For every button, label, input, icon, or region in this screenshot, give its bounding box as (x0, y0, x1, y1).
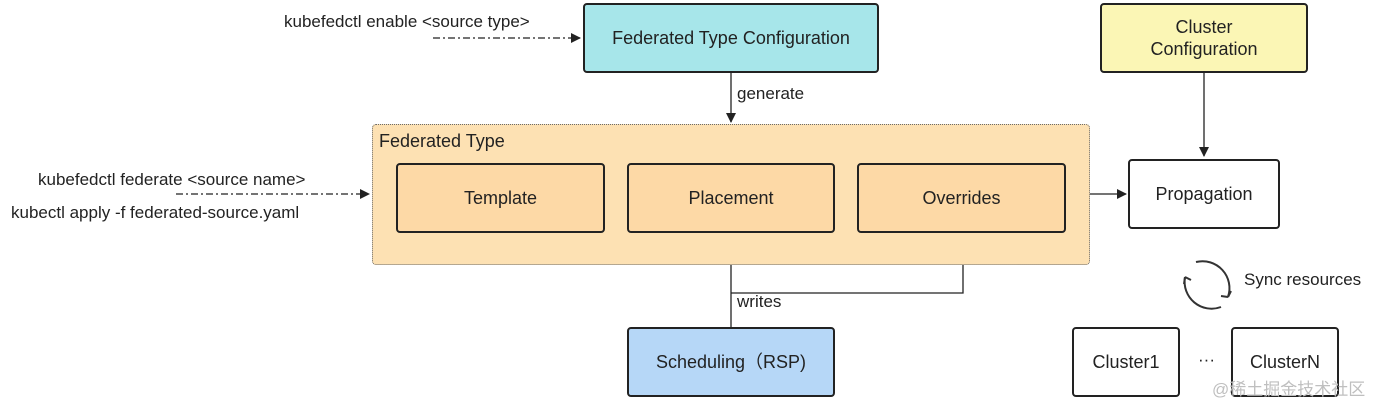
cluster1-node: Cluster1 (1072, 327, 1180, 397)
federated-type-configuration-label: Federated Type Configuration (612, 28, 850, 48)
generate-label: generate (737, 84, 805, 103)
federated-type-title: Federated Type (379, 131, 505, 151)
scheduling-node: Scheduling（RSP) (627, 327, 835, 397)
clusterN-node: ClusterN (1231, 327, 1339, 397)
placement-label: Placement (688, 188, 774, 208)
template-node: Template (396, 163, 605, 233)
overrides-node: Overrides (857, 163, 1066, 233)
overrides-label: Overrides (922, 188, 1001, 208)
cluster-configuration-label: Cluster Configuration (1150, 17, 1258, 59)
propagation-node: Propagation (1128, 159, 1280, 229)
sync-resources-label: Sync resources (1244, 270, 1362, 289)
clusterN-label: ClusterN (1249, 352, 1320, 372)
placement-node: Placement (627, 163, 835, 233)
scheduling-label: Scheduling（RSP) (655, 352, 807, 372)
sync-cycle-icon (1183, 260, 1232, 310)
propagation-label: Propagation (1155, 184, 1253, 204)
apply-command-label: kubectl apply -f federated-source.yaml (11, 203, 300, 222)
federated-type-configuration-node: Federated Type Configuration (583, 3, 879, 73)
enable-command-label: kubefedctl enable <source type> (284, 12, 530, 31)
writes-label: writes (737, 292, 782, 311)
cluster-ellipsis: ··· (1198, 350, 1215, 369)
watermark: @稀土掘金技术社区 (1212, 380, 1366, 399)
cluster1-label: Cluster1 (1092, 352, 1160, 372)
template-label: Template (463, 188, 538, 208)
cluster-configuration-node: Cluster Configuration (1100, 3, 1308, 73)
federate-command-label: kubefedctl federate <source name> (38, 170, 306, 189)
